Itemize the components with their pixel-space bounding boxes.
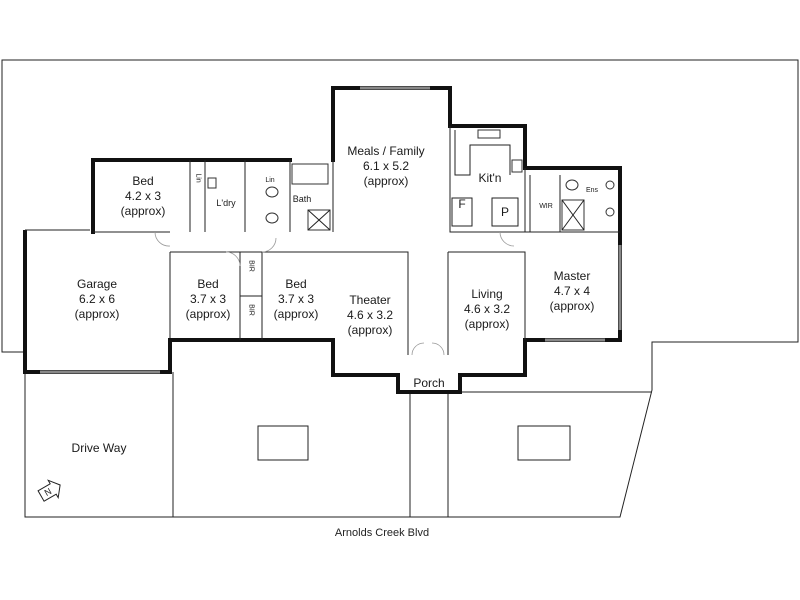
bed3-size: 3.7 x 3 — [278, 292, 314, 306]
theater-size: 4.6 x 3.2 — [347, 308, 393, 322]
lin-left-name: Lin — [195, 173, 202, 182]
bed1-note: (approx) — [121, 204, 166, 218]
ens-toilet — [565, 179, 579, 191]
bed3-note: (approx) — [274, 307, 319, 321]
ens-basin-2 — [605, 207, 615, 217]
meals-family-note: (approx) — [364, 174, 409, 188]
meals-wall — [168, 86, 622, 394]
living-size: 4.6 x 3.2 — [464, 302, 510, 316]
fridge-name: F — [458, 197, 465, 211]
living-note: (approx) — [465, 317, 510, 331]
laundry-tub — [207, 177, 217, 189]
bed1-wall — [91, 158, 207, 234]
kitchen-name: Kit'n — [479, 171, 502, 185]
door-swing-5 — [411, 342, 425, 356]
garage-note: (approx) — [75, 307, 120, 321]
compass-icon: N — [37, 479, 61, 502]
door-swing-1 — [154, 231, 171, 247]
internal-wall-14 — [524, 168, 620, 233]
fridge-box — [451, 197, 473, 227]
theater-name: Theater — [349, 293, 390, 307]
master-size: 4.7 x 4 — [554, 284, 590, 298]
door-swing-2 — [225, 251, 241, 267]
lin-right-name: Lin — [265, 177, 274, 184]
theater-note: (approx) — [348, 323, 393, 337]
toilet-2 — [265, 212, 279, 224]
cooktop — [511, 159, 523, 173]
garage-size: 6.2 x 6 — [79, 292, 115, 306]
bath-name: Bath — [293, 194, 312, 204]
meals-family-size: 6.1 x 5.2 — [363, 159, 409, 173]
ens-shower-diag-2 — [561, 199, 585, 231]
bir-lower-name: BIR — [248, 304, 255, 316]
internal-wall-4 — [448, 251, 526, 340]
compass-label: N — [43, 486, 54, 498]
ens-basin-1 — [605, 180, 615, 190]
kitchen-bench — [454, 130, 511, 176]
driveway-name: Drive Way — [72, 441, 127, 455]
door-swing-6 — [431, 342, 445, 356]
pantry-name: P — [501, 205, 509, 219]
shower-diag-2 — [307, 209, 331, 231]
door-swing-4 — [499, 231, 515, 247]
bed1-name: Bed — [132, 174, 153, 188]
bed1-size: 4.2 x 3 — [125, 189, 161, 203]
pantry-box — [491, 197, 519, 227]
bir-upper-name: BIR — [248, 260, 255, 272]
wir-name: WIR — [539, 203, 553, 210]
bed3-name: Bed — [285, 277, 306, 291]
master-name: Master — [554, 269, 591, 283]
garden-pit-right — [517, 425, 571, 461]
toilet-1 — [265, 186, 279, 198]
garden-pit-left — [257, 425, 309, 461]
ens-name: Ens — [586, 187, 599, 194]
master-note: (approx) — [550, 299, 595, 313]
laundry-name: L'dry — [216, 198, 236, 208]
bed2-note: (approx) — [186, 307, 231, 321]
street-label: Arnolds Creek Blvd — [335, 527, 429, 539]
internal-wall-3 — [333, 251, 409, 355]
bed2-name: Bed — [197, 277, 218, 291]
meals-family-name: Meals / Family — [347, 144, 424, 158]
porch-name: Porch — [413, 376, 444, 390]
garage-name: Garage — [77, 277, 117, 291]
kitchen-sink — [477, 129, 501, 139]
door-swing-3 — [261, 237, 277, 253]
site-boundary — [1, 59, 799, 518]
living-name: Living — [471, 287, 502, 301]
bathtub — [291, 163, 329, 185]
bed2-size: 3.7 x 3 — [190, 292, 226, 306]
